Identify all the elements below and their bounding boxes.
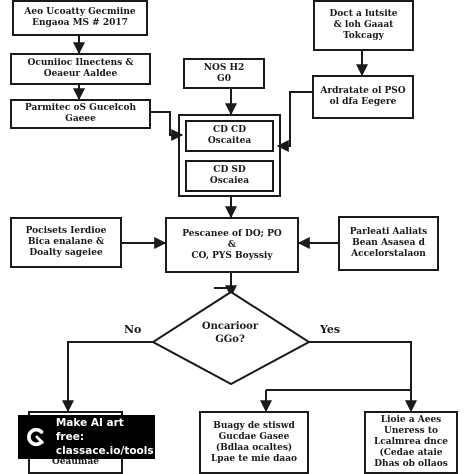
node-left-3-line-2: Gaeee xyxy=(65,114,96,124)
node-mid-right: Parleati Aaliats Bean Asasea d Accelorst… xyxy=(338,216,439,271)
node-bottom-right-line-4: (Cedae ataie xyxy=(379,448,443,458)
node-mid-left: Pocisets Ierdioe Bica enalane & Doalty s… xyxy=(10,217,122,268)
node-inner-2: CD SD Oscaiea xyxy=(185,160,274,192)
node-inner-1-line-1: CD CD xyxy=(212,125,247,135)
node-bottom-center-line-4: Lpae te mie daao xyxy=(210,453,298,464)
node-top-left-line-1: Aeo Ucoatty Gecmiine xyxy=(24,7,136,17)
node-right-3-line-1: Ardratate ol PSO xyxy=(320,86,406,96)
node-left-2: Ocuniioc Ilnectens & Oeaeur Aaldee xyxy=(10,53,151,85)
node-center-2: NOS H2 G0 xyxy=(183,58,265,89)
node-center-2-line-1: NOS H2 xyxy=(203,62,245,73)
node-mid-center-line-2: & xyxy=(227,239,237,250)
node-top-right: Doct a lutsite & loh Gaaat Tokcagy xyxy=(313,0,414,51)
node-inner-1-line-2: Oscaitea xyxy=(207,136,252,146)
edge-label-no: No xyxy=(124,323,142,336)
node-mid-left-line-2: Bica enalane & xyxy=(27,237,105,247)
decision-diamond xyxy=(151,290,311,386)
node-mid-center: Pescanee of DO; PO & CO, PYS Boyssiy xyxy=(165,217,299,273)
node-mid-right-line-2: Bean Asasea d xyxy=(352,238,425,248)
node-bottom-center-line-3: (Bdlaa ocaltes) xyxy=(215,442,293,453)
node-top-right-line-1: Doct a lutsite xyxy=(329,9,398,19)
node-top-right-line-2: & loh Gaaat xyxy=(333,20,394,30)
node-mid-right-line-1: Parleati Aaliats xyxy=(349,227,428,237)
watermark-line-2: classace.io/tools xyxy=(55,445,154,457)
watermark-line-1: Make AI art free: xyxy=(55,417,124,443)
node-bottom-right-line-2: Uneress to xyxy=(383,426,438,436)
node-left-2-line-2: Oeaeur Aaldee xyxy=(43,69,118,79)
node-bottom-right: Lioie a Aees Uneress to Lcalmrea dnce (C… xyxy=(364,411,458,474)
node-mid-center-line-1: Pescanee of DO; PO xyxy=(182,228,282,239)
node-mid-left-line-3: Doalty sageiee xyxy=(29,248,103,258)
node-top-left: Aeo Ucoatty Gecmiine Engaoa MS # 2017 xyxy=(12,0,148,36)
arrow-decision-yes xyxy=(309,341,417,413)
node-top-right-line-3: Tokcagy xyxy=(343,31,384,41)
node-inner-2-line-1: CD SD xyxy=(213,165,246,175)
node-right-3-line-2: ol dfa Eegere xyxy=(329,97,397,107)
decision-label: Oncarioor GGo? xyxy=(175,320,285,346)
node-inner-2-line-2: Oscaiea xyxy=(209,176,250,186)
node-bottom-center: Buagy de stiswd Gucdae Gasee (Bdlaa ocal… xyxy=(199,411,309,474)
node-bottom-left-line-1: Oeaumae xyxy=(51,457,100,467)
node-left-3-line-1: Parmitec oS Gucelcoh xyxy=(24,103,137,113)
node-inner-1: CD CD Oscaitea xyxy=(185,120,274,152)
node-left-2-line-1: Ocuniioc Ilnectens & xyxy=(27,58,134,68)
node-bottom-right-line-3: Lcalmrea dnce xyxy=(373,437,449,447)
node-bottom-right-line-5: Dhas ob ollaos xyxy=(374,459,448,469)
node-left-3: Parmitec oS Gucelcoh Gaeee xyxy=(10,99,151,129)
watermark-banner: Make AI art free: classace.io/tools xyxy=(18,415,155,459)
node-mid-left-line-1: Pocisets Ierdioe xyxy=(25,226,107,236)
node-bottom-right-line-1: Lioie a Aees xyxy=(380,415,442,425)
node-top-left-line-2: Engaoa MS # 2017 xyxy=(32,18,128,28)
edge-label-yes: Yes xyxy=(320,323,341,336)
group-outline xyxy=(178,114,281,197)
node-center-2-line-2: G0 xyxy=(217,73,231,84)
decision-line-2: GGo? xyxy=(215,334,245,345)
node-bottom-center-line-2: Gucdae Gasee xyxy=(218,431,290,442)
arrow-right3-to-inner xyxy=(276,91,312,152)
node-bottom-center-line-1: Buagy de stiswd xyxy=(213,420,295,431)
arrow-decision-no xyxy=(62,341,153,413)
node-mid-center-line-3: CO, PYS Boyssiy xyxy=(191,250,273,261)
classace-logo-icon xyxy=(27,427,44,447)
node-right-3: Ardratate ol PSO ol dfa Eegere xyxy=(312,75,414,119)
node-mid-right-line-3: Accelorstalaon xyxy=(351,249,426,259)
decision-line-1: Oncarioor xyxy=(201,321,259,332)
watermark-text: Make AI art free: classace.io/tools xyxy=(56,416,155,458)
arrow-left3-to-inner xyxy=(151,111,184,141)
